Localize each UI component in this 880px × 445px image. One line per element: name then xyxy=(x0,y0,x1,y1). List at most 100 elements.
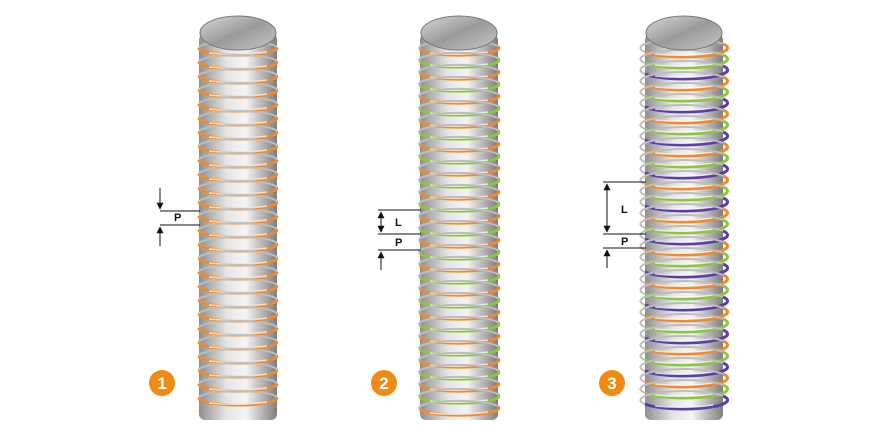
thread-turn xyxy=(644,284,730,301)
thread-turn-back xyxy=(418,147,499,159)
rod-end-cap-3 xyxy=(645,15,723,51)
thread-turn xyxy=(419,69,501,81)
thread-turn xyxy=(644,185,730,202)
thread-turn xyxy=(419,153,501,165)
thread-turn-back xyxy=(198,236,278,245)
panel-badge-2: 2 xyxy=(371,370,397,396)
panel-number-2: 2 xyxy=(379,374,388,393)
thread-turn xyxy=(419,93,501,105)
thread-turn-back xyxy=(639,170,724,185)
thread-turn xyxy=(419,261,501,273)
thread-turn-back xyxy=(418,351,499,363)
thread-turn-back xyxy=(198,376,278,385)
thread-turn xyxy=(644,295,730,312)
thread-turn-back xyxy=(198,54,278,63)
thread-highlight xyxy=(654,85,714,90)
thread-turn-back xyxy=(418,279,499,291)
lead-label-2: L xyxy=(395,217,402,229)
thread-turn-back xyxy=(418,207,499,219)
thread-turn-back xyxy=(418,255,499,267)
thread-turn xyxy=(419,189,501,201)
rod-body-2 xyxy=(420,34,498,420)
thread-turn-back xyxy=(639,71,724,86)
thread-highlight xyxy=(429,411,489,416)
thread-turn-back xyxy=(198,96,278,105)
thread-turn-back xyxy=(418,387,499,399)
thread-turn-back xyxy=(639,159,724,174)
thread-highlight xyxy=(654,140,714,145)
thread-turn xyxy=(644,141,730,158)
panel-badge-1: 1 xyxy=(149,370,175,396)
thread-turn-back xyxy=(418,183,499,195)
thread-turn-back xyxy=(639,302,724,317)
thread-turn-back xyxy=(639,390,724,405)
thread-turn xyxy=(419,297,501,309)
lead-pitch-dimension-3: L P xyxy=(603,181,646,268)
panel-2-double-start-thread: L P 2 xyxy=(371,15,501,420)
thread-turn-back xyxy=(639,236,724,251)
thread-turn-back xyxy=(418,195,499,207)
thread-turn-back xyxy=(418,63,499,75)
thread-turn-back xyxy=(639,214,724,229)
thread-highlight xyxy=(654,360,714,365)
thread-turn xyxy=(419,405,501,417)
thread-turn xyxy=(419,321,501,333)
thread-turn xyxy=(644,372,730,389)
thread-turn xyxy=(419,105,501,117)
thread-turn-back xyxy=(639,203,724,218)
thread-turn xyxy=(644,350,730,367)
thread-highlight xyxy=(654,349,714,354)
threaded-rod-3 xyxy=(639,15,730,420)
thread-highlight xyxy=(654,404,714,409)
thread-turn xyxy=(419,129,501,141)
thread-turn-back xyxy=(418,267,499,279)
thread-turn-back xyxy=(418,375,499,387)
thread-turn xyxy=(644,339,730,356)
thread-turn xyxy=(419,201,501,213)
thread-turn-back xyxy=(639,192,724,207)
thread-highlight xyxy=(654,239,714,244)
thread-turn xyxy=(419,345,501,357)
thread-turn-back xyxy=(639,60,724,75)
thread-turn-back xyxy=(198,222,278,231)
thread-turn-back xyxy=(418,231,499,243)
thread-highlight xyxy=(208,401,268,406)
thread-turn-back xyxy=(418,75,499,87)
thread-turn xyxy=(644,207,730,224)
thread-turn xyxy=(419,273,501,285)
thread-turn-back xyxy=(639,269,724,284)
thread-turn xyxy=(644,75,730,92)
thread-rings-3 xyxy=(639,38,730,411)
thread-turn xyxy=(644,394,730,411)
thread-turn xyxy=(419,249,501,261)
thread-turn xyxy=(419,177,501,189)
thread-turn-back xyxy=(198,194,278,203)
thread-highlight xyxy=(654,96,714,101)
thread-turn-back xyxy=(198,208,278,217)
thread-turn-back xyxy=(639,126,724,141)
thread-turn xyxy=(419,369,501,381)
thread-highlight xyxy=(654,173,714,178)
thread-highlight xyxy=(654,206,714,211)
thread-turn xyxy=(644,328,730,345)
thread-turn-back xyxy=(639,280,724,295)
thread-highlight xyxy=(654,272,714,277)
panel-badge-3: 3 xyxy=(599,370,625,396)
thread-turn xyxy=(419,285,501,297)
thread-turn-back xyxy=(639,82,724,97)
threaded-rod-1 xyxy=(197,15,279,420)
thread-turn-back xyxy=(639,379,724,394)
thread-highlight xyxy=(654,195,714,200)
thread-highlight xyxy=(654,250,714,255)
pitch-label-3: P xyxy=(621,236,628,248)
thread-turn xyxy=(644,273,730,290)
thread-highlight xyxy=(654,107,714,112)
thread-turn-back xyxy=(198,348,278,357)
thread-turn-back xyxy=(198,278,278,287)
thread-turn-back xyxy=(639,291,724,306)
thread-turn xyxy=(644,42,730,59)
thread-rings-1 xyxy=(197,40,279,407)
thread-highlight xyxy=(654,294,714,299)
thread-turn xyxy=(419,141,501,153)
